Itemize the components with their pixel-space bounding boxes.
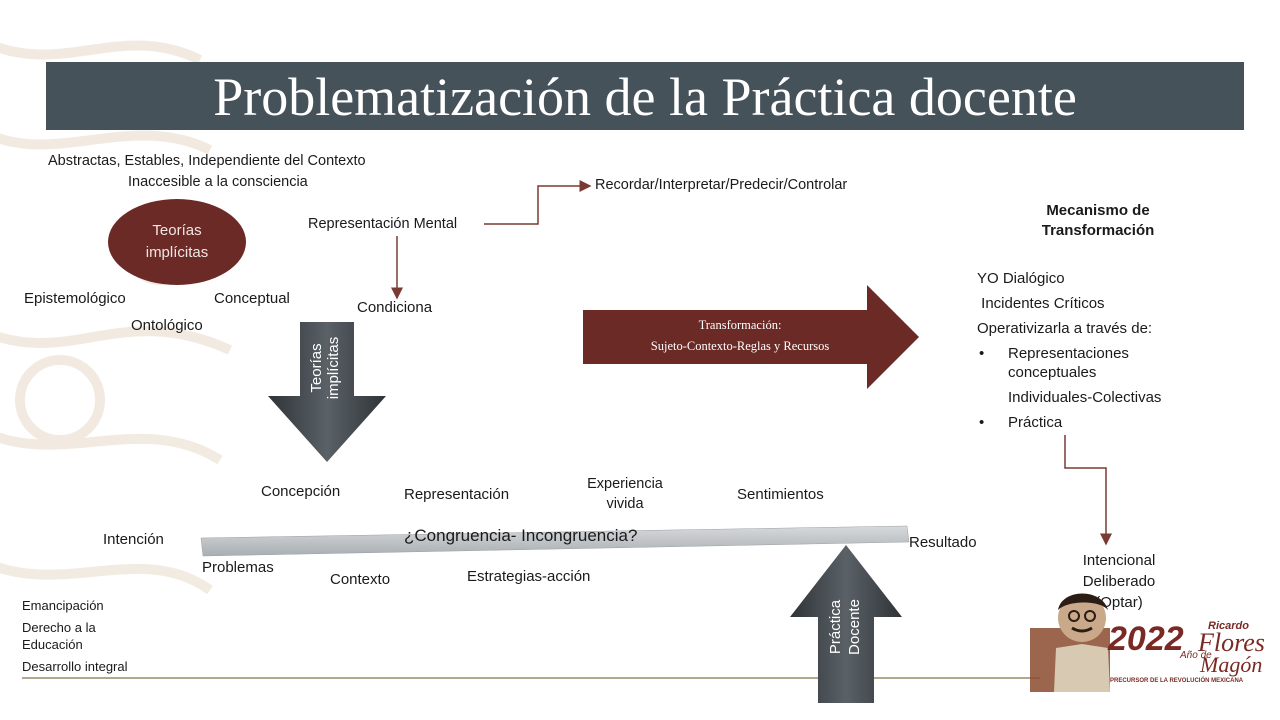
label-experiencia: Experiencia vivida bbox=[570, 474, 680, 514]
up-arrow-label-2: Docente bbox=[846, 599, 863, 655]
note-abstractas: Abstractas, Estables, Independiente del … bbox=[48, 153, 366, 169]
balance-beam bbox=[200, 525, 910, 557]
bullet-2: • bbox=[979, 414, 985, 431]
label-yo-dialogico: YO Dialógico bbox=[977, 270, 1065, 287]
label-contexto: Contexto bbox=[330, 571, 391, 588]
label-experiencia-2: vivida bbox=[606, 496, 644, 512]
label-recordar: Recordar/Interpretar/Predecir/Controlar bbox=[595, 177, 848, 193]
down-arrow-label-2: implícitas bbox=[325, 336, 342, 400]
connector-recordar bbox=[484, 180, 592, 225]
logo-name-1: Ricardo bbox=[1208, 620, 1249, 632]
connector-intencional bbox=[1064, 435, 1112, 546]
ellipse-label-1: Teorías bbox=[152, 222, 202, 239]
logo-tagline: PRECURSOR DE LA REVOLUCIÓN MEXICANA bbox=[1110, 678, 1244, 684]
portrait-icon bbox=[1030, 593, 1110, 692]
label-congruencia: ¿Congruencia- Incongruencia? bbox=[404, 526, 638, 545]
label-practica: Práctica bbox=[1008, 414, 1063, 431]
label-derecho-1: Derecho a la bbox=[22, 620, 96, 635]
label-resultado: Resultado bbox=[909, 534, 977, 551]
label-operativizarla: Operativizarla a través de: bbox=[977, 320, 1153, 337]
label-representacion: Representación bbox=[404, 486, 510, 503]
bullet-1: • bbox=[979, 345, 985, 362]
title-bar: Problematización de la Práctica docente bbox=[46, 62, 1244, 130]
label-optar: (Optar) bbox=[1095, 594, 1143, 611]
label-incidentes: Incidentes Críticos bbox=[977, 295, 1105, 312]
up-arrow-label-1: Práctica bbox=[827, 599, 844, 655]
logo-year: 2022 bbox=[1108, 620, 1184, 658]
label-representacion-mental: Representación Mental bbox=[308, 216, 458, 232]
label-emancipacion: Emancipación bbox=[22, 598, 104, 613]
intencional-block: Intencional Deliberado (Optar) bbox=[1058, 550, 1180, 613]
background-pattern bbox=[0, 40, 233, 595]
transformacion-label-1: Transformación: bbox=[698, 318, 782, 332]
page-title: Problematización de la Práctica docente bbox=[213, 67, 1077, 127]
mecanismo-title: Mecanismo de Transformación bbox=[1000, 201, 1196, 241]
label-ontologico: Ontológico bbox=[131, 317, 203, 334]
logo-ano-de: Año de bbox=[1180, 650, 1212, 661]
logo-name-3: Magón bbox=[1200, 652, 1263, 677]
label-desarrollo: Desarrollo integral bbox=[22, 659, 128, 674]
down-arrow-teorias bbox=[268, 322, 386, 462]
teorias-implicitas-ellipse: Teorías implícitas bbox=[108, 199, 246, 285]
label-conceptual: Conceptual bbox=[214, 290, 290, 307]
ellipse-label-2: implícitas bbox=[145, 244, 209, 261]
label-experiencia-1: Experiencia bbox=[587, 476, 663, 492]
label-deliberado: Deliberado bbox=[1082, 573, 1156, 590]
label-individuales: Individuales-Colectivas bbox=[1008, 389, 1162, 406]
note-inaccesible: Inaccesible a la consciencia bbox=[128, 174, 308, 190]
transformacion-label-2: Sujeto-Contexto-Reglas y Recursos bbox=[650, 339, 830, 353]
logo-name-2: Flores bbox=[1198, 628, 1265, 657]
label-condiciona: Condiciona bbox=[357, 299, 433, 316]
mecanismo-title-1: Mecanismo de bbox=[1046, 202, 1150, 219]
label-conceptuales: conceptuales bbox=[1008, 364, 1097, 381]
label-estrategias: Estrategias-acción bbox=[467, 568, 591, 585]
label-sentimientos: Sentimientos bbox=[737, 486, 824, 503]
up-arrow-practica bbox=[790, 545, 902, 703]
transformacion-arrow bbox=[583, 285, 919, 389]
label-representaciones: Representaciones bbox=[1008, 345, 1129, 362]
down-arrow-label-1: Teorías bbox=[308, 343, 325, 393]
down-arrow-label: Teorías implícitas bbox=[308, 328, 344, 408]
label-intencional: Intencional bbox=[1082, 552, 1156, 569]
label-problemas: Problemas bbox=[202, 559, 274, 576]
label-concepcion: Concepción bbox=[261, 483, 341, 500]
label-derecho-2: Educación bbox=[22, 637, 83, 652]
logo-2022-flores-magon: 2022 Año de Ricardo Flores Magón PRECURS… bbox=[1030, 588, 1265, 692]
label-intencion: Intención bbox=[103, 531, 164, 548]
mecanismo-title-2: Transformación bbox=[1041, 222, 1155, 239]
up-arrow-label: Práctica Docente bbox=[826, 582, 864, 672]
label-epistemologico: Epistemológico bbox=[24, 290, 126, 307]
